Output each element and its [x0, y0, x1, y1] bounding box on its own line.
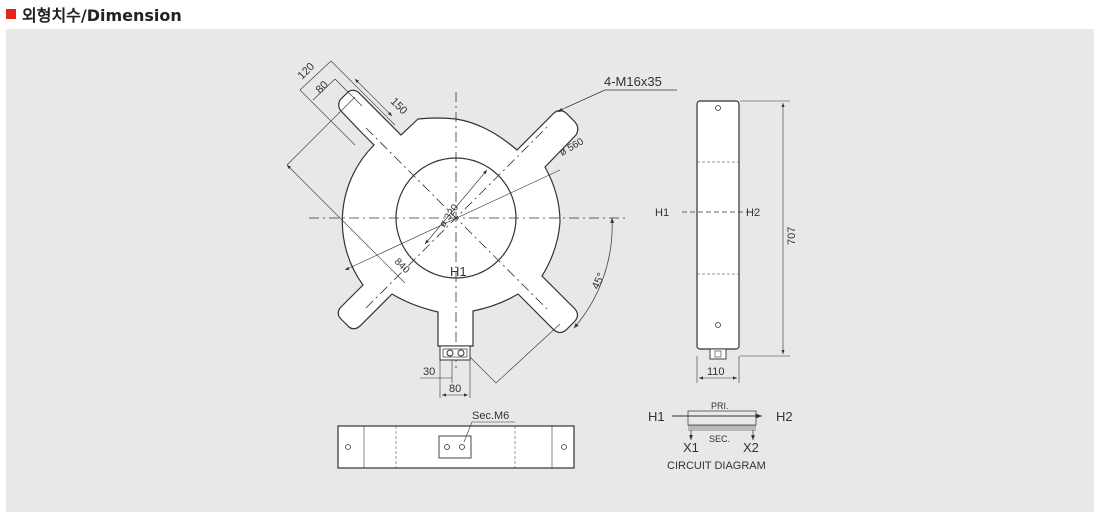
- dim-80-top: 80: [314, 79, 331, 96]
- circuit-sec: SEC.: [709, 434, 730, 444]
- circuit-x1: X1: [683, 440, 699, 455]
- side-view-labels: H1 H2 707 110: [655, 207, 798, 378]
- side-view: [682, 100, 790, 383]
- circuit-x2: X2: [743, 440, 759, 455]
- bolt-spec: 4-M16x35: [604, 74, 662, 89]
- dim-110: 110: [707, 366, 725, 378]
- angle-45: 45°: [590, 271, 608, 291]
- sec-m6-label: Sec.M6: [472, 410, 509, 422]
- front-view: [286, 60, 677, 398]
- section-title: 외형치수/Dimension: [22, 6, 182, 25]
- bottom-view: [337, 421, 575, 469]
- h2-label-side: H2: [746, 207, 760, 219]
- h1-label-side: H1: [655, 207, 669, 219]
- circuit-labels: H1 H2 PRI. SEC. X1 X2 CIRCUIT DIAGRAM: [648, 401, 793, 472]
- section-header: 외형치수/Dimension: [6, 2, 182, 26]
- circuit-caption: CIRCUIT DIAGRAM: [667, 460, 766, 472]
- circuit-diagram: [672, 410, 762, 440]
- circuit-h1: H1: [648, 409, 665, 424]
- h1-label-front: H1: [450, 264, 467, 279]
- circuit-h2: H2: [776, 409, 793, 424]
- dim-150: 150: [388, 96, 409, 117]
- red-square-icon: [6, 9, 16, 19]
- dim-120: 120: [296, 61, 317, 82]
- dim-80-bottom: 80: [449, 383, 461, 395]
- dim-707: 707: [786, 227, 798, 245]
- circuit-pri: PRI.: [711, 401, 729, 411]
- dim-30: 30: [423, 366, 435, 378]
